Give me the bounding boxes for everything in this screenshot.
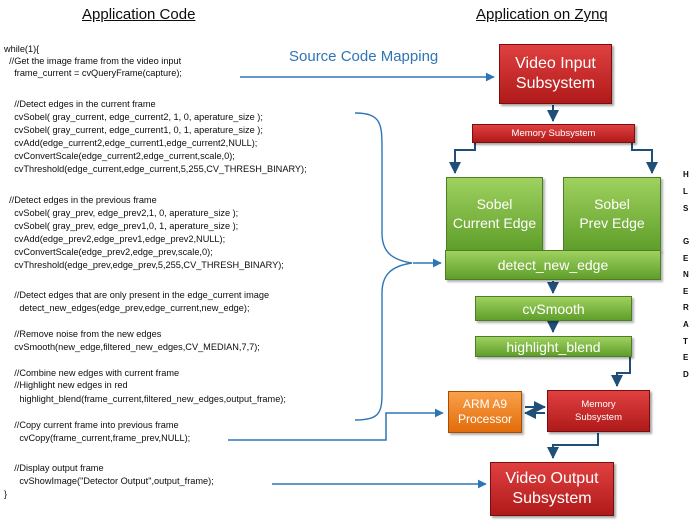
code-line: //Detect edges in the current frame [4,99,156,109]
code-line: cvSobel( gray_prev, edge_prev1,0, 1, ape… [4,221,239,231]
memory-subsystem-top-block: Memory Subsystem [472,124,635,143]
code-line: cvSobel( gray_current, edge_current2, 1,… [4,112,263,122]
code-brace [354,112,413,421]
hls-generated-letter: G [683,237,690,246]
hls-generated-letter: S [683,204,689,213]
application-code-title: Application Code [82,6,196,23]
hls-generated-letter: E [683,287,689,296]
flow-arrow [631,142,658,174]
hls-generated-letter: D [683,370,689,379]
code-line: cvSmooth(new_edge,filtered_new_edges,CV_… [4,342,260,352]
memory-subsystem-bottom-block: Memory Subsystem [547,390,650,432]
code-line: while(1){ [4,44,40,54]
flow-arrow [449,142,476,174]
detect-new-edge-block: detect_new_edge [445,250,661,280]
code-line: //Combine new edges with current frame [4,368,180,378]
code-line: highlight_blend(frame_current,filtered_n… [4,394,286,404]
flow-arrow [611,356,631,387]
application-on-zynq-title: Application on Zynq [476,6,608,23]
source-code-mapping-label: Source Code Mapping [289,48,439,65]
hls-generated-letter: H [683,170,689,179]
code-line: cvCopy(frame_current,frame_prev,NULL); [4,433,191,443]
code-line: //Get the image frame from the video inp… [4,56,182,66]
code-line: cvConvertScale(edge_prev2,edge_prev,scal… [4,247,213,257]
code-line: //Highlight new edges in red [4,380,128,390]
highlight-blend-block: highlight_blend [475,336,632,357]
hls-generated-letter: E [683,353,689,362]
code-line: cvSobel( gray_prev, edge_prev2,1, 0, ape… [4,208,239,218]
flow-arrow [547,433,599,459]
hls-generated-letter: N [683,270,689,279]
code-line: } [4,489,8,499]
code-line: //Detect edges that are only present in … [4,290,270,300]
code-line: cvThreshold(edge_current,edge_current,5,… [4,164,307,174]
code-line: //Display output frame [4,463,104,473]
hls-generated-letter: R [683,303,689,312]
video-output-subsystem-block: Video Output Subsystem [490,462,614,516]
hls-generated-letter: A [683,320,689,329]
code-line: cvShowImage("Detector Output",output_fra… [4,476,214,486]
code-line: detect_new_edges(edge_prev,edge_current,… [4,303,250,313]
code-line: //Remove noise from the new edges [4,329,162,339]
code-line: cvThreshold(edge_prev,edge_prev,5,255,CV… [4,260,284,270]
hls-generated-letter: L [683,187,688,196]
cvsmooth-block: cvSmooth [475,296,632,321]
sobel-prev-edge-block: Sobel Prev Edge [563,177,661,251]
code-line: cvSobel( gray_current, edge_current1, 0,… [4,125,263,135]
hls-generated-letter: T [683,337,688,346]
code-line: cvAdd(edge_prev2,edge_prev1,edge_prev2,N… [4,234,226,244]
code-line: frame_current = cvQueryFrame(capture); [4,68,182,78]
video-input-subsystem-block: Video Input Subsystem [499,44,612,104]
hls-generated-letter: E [683,254,689,263]
arm-a9-processor-block: ARM A9 Processor [448,391,522,433]
code-line: //Detect edges in the previous frame [4,195,157,205]
code-line: //Copy current frame into previous frame [4,420,179,430]
code-line: cvAdd(edge_current2,edge_current1,edge_c… [4,138,258,148]
code-line: cvConvertScale(edge_current2,edge_curren… [4,151,235,161]
sobel-current-edge-block: Sobel Current Edge [446,177,543,251]
mapping-arrow-arm [228,408,444,441]
